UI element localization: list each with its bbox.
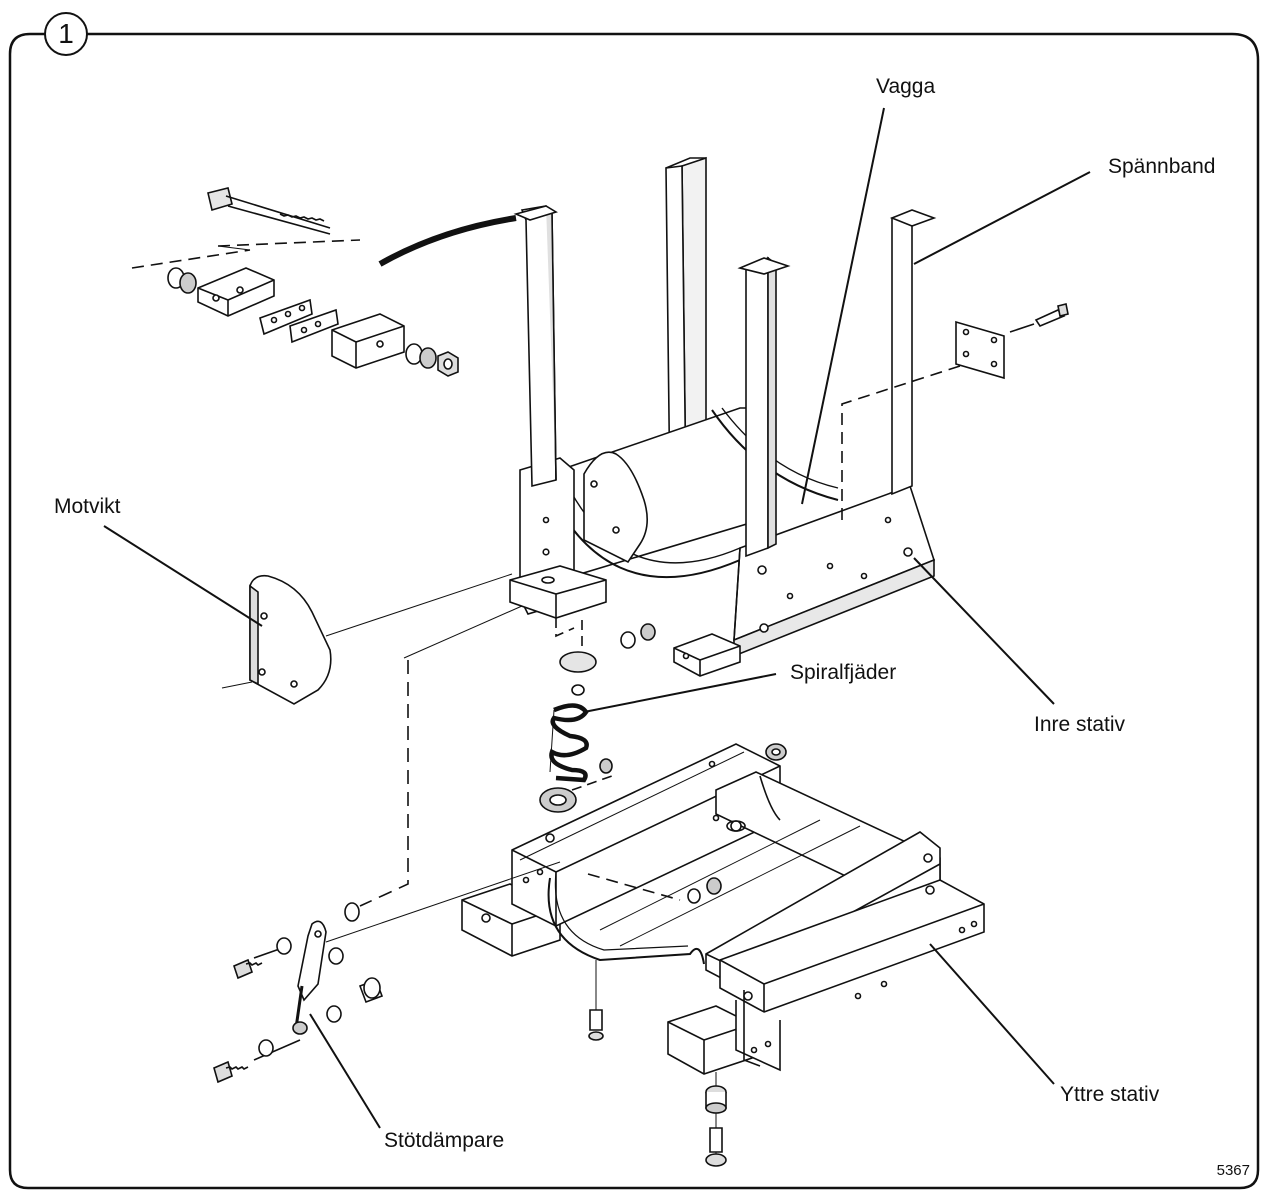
leader-motvikt [103, 525, 263, 627]
label-inre-stativ: Inre stativ [1034, 713, 1126, 736]
label-vagga: Vagga [876, 75, 936, 98]
leader-stotdampare [309, 1013, 381, 1129]
label-yttre-stativ: Yttre stativ [1060, 1083, 1160, 1106]
drawing-id: 5367 [1216, 1162, 1250, 1179]
counterweight-plate [221, 573, 513, 705]
leader-spannband [913, 171, 1091, 265]
shock-absorber-assembly [213, 605, 561, 1084]
figure-frame [8, 32, 1260, 1190]
label-spannband: Spännband [1108, 155, 1216, 178]
leader-spiralfjader [583, 673, 777, 713]
inner-stand [378, 156, 1069, 677]
label-motvikt: Motvikt [54, 495, 121, 518]
leader-vagga [801, 107, 885, 505]
outer-stand [461, 743, 985, 1167]
coil-spring [539, 651, 613, 813]
label-stotdampare: Stötdämpare [384, 1129, 505, 1152]
leader-yttre-stativ [929, 943, 1055, 1085]
clamp-bracket-assembly [131, 187, 459, 377]
figure-number-badge: 1 [44, 12, 88, 56]
leader-inre-stativ [913, 557, 1055, 705]
label-spiralfjader: Spiralfjäder [790, 661, 897, 684]
leader-lines [103, 107, 1091, 1129]
